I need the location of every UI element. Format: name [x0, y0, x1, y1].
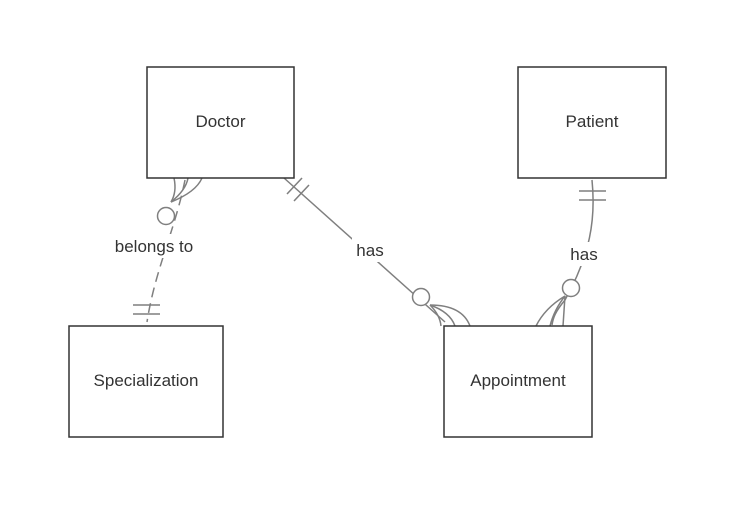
- entity-patient[interactable]: Patient: [517, 66, 667, 179]
- crows-foot-marker: [549, 295, 566, 327]
- crows-foot-marker: [429, 304, 442, 327]
- mandatory-one-marker: [286, 177, 303, 195]
- entity-specialization[interactable]: Specialization: [68, 325, 224, 438]
- entity-box[interactable]: [146, 66, 295, 179]
- crows-foot-marker: [170, 177, 203, 203]
- relationship-patient-appointment: has: [535, 179, 606, 327]
- crows-foot-marker: [170, 177, 189, 203]
- entity-box[interactable]: [68, 325, 224, 438]
- entity-label: Patient: [566, 112, 619, 131]
- crows-foot-marker: [535, 295, 566, 327]
- entity-label: Doctor: [195, 112, 245, 131]
- crows-foot-marker: [562, 295, 566, 327]
- crows-foot-marker: [170, 177, 176, 203]
- entity-label: Appointment: [470, 371, 566, 390]
- relationship-doctor-appointment: has: [283, 177, 471, 327]
- optional-marker-circle: [156, 206, 176, 226]
- optional-marker-circle: [561, 278, 581, 298]
- entity-appointment[interactable]: Appointment: [443, 325, 593, 438]
- entity-box[interactable]: [443, 325, 593, 438]
- entity-label: Specialization: [94, 371, 199, 390]
- crows-foot-marker: [429, 304, 471, 327]
- optional-marker-circle: [411, 287, 431, 307]
- relationship-doctor-specialization: belongs to: [110, 177, 203, 323]
- relationship-label: has: [356, 241, 383, 260]
- entity-doctor[interactable]: Doctor: [146, 66, 295, 179]
- crows-foot-marker: [429, 304, 456, 327]
- relationship-label: belongs to: [115, 237, 193, 256]
- entity-box[interactable]: [517, 66, 667, 179]
- relationship-label: has: [570, 245, 597, 264]
- mandatory-one-marker: [293, 184, 310, 202]
